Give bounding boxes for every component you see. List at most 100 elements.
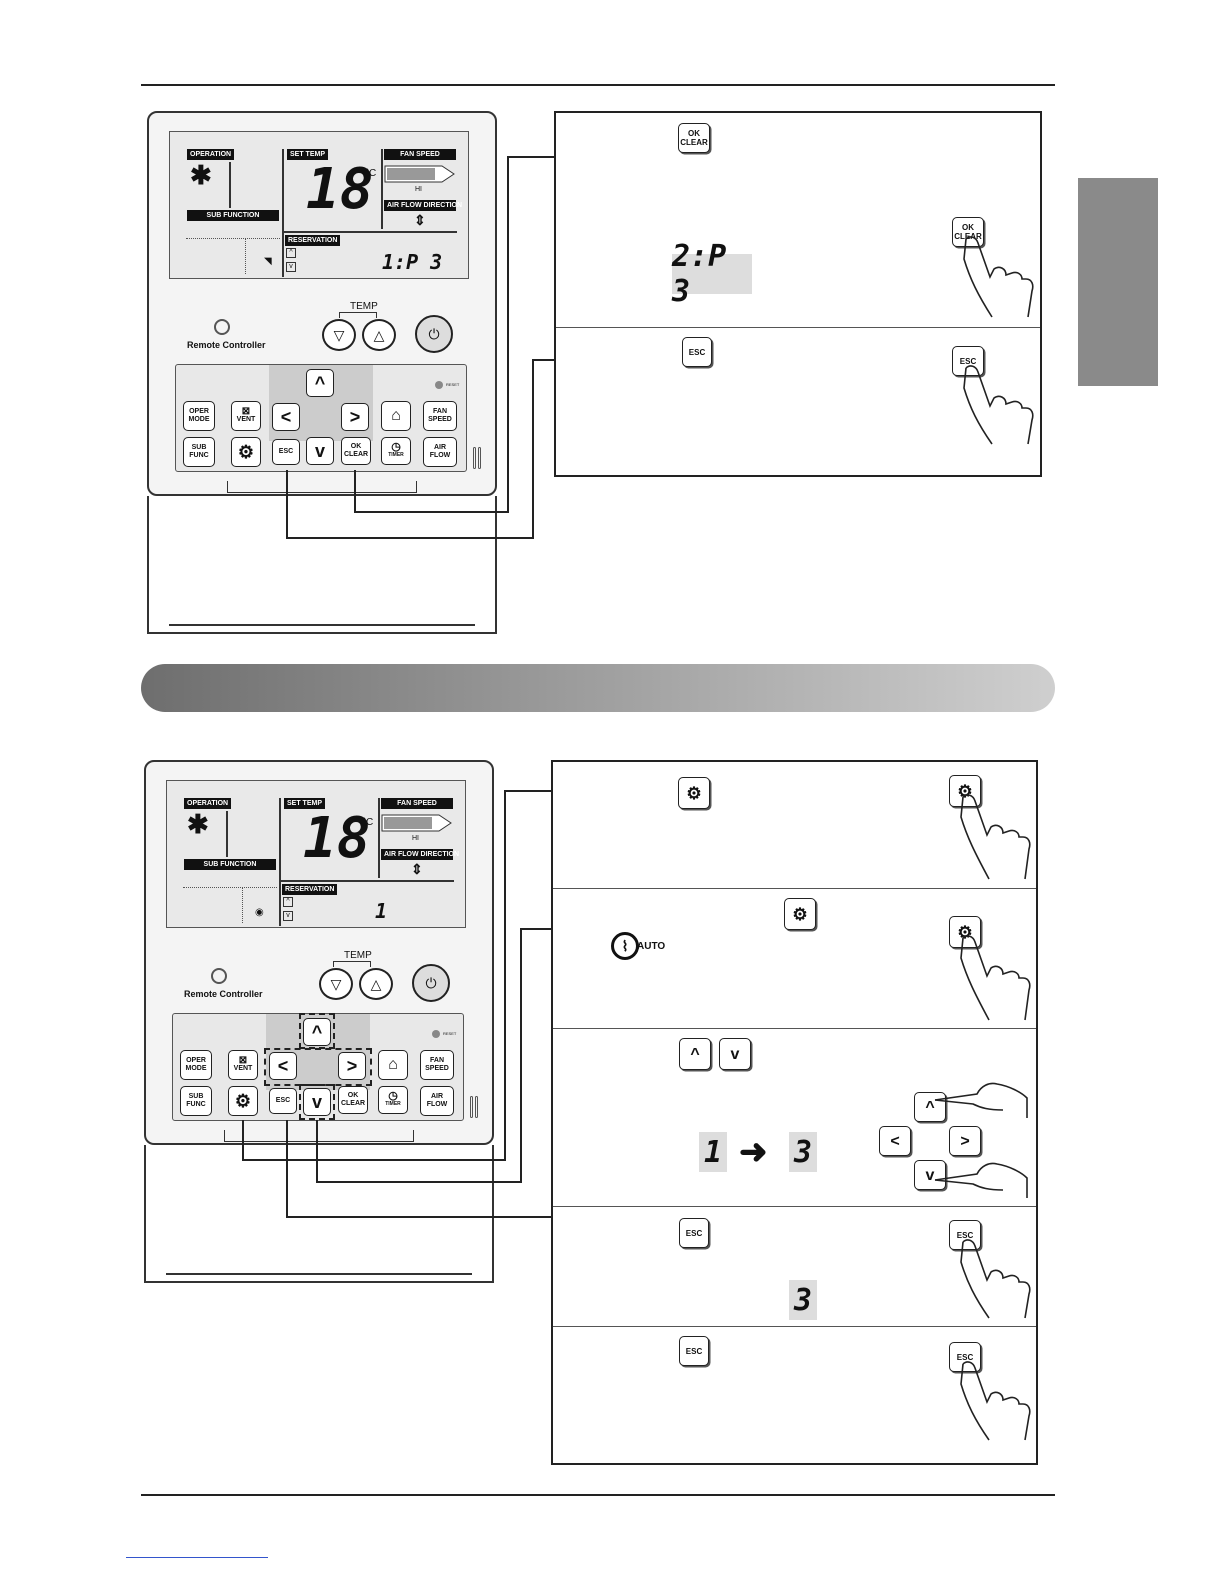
- ok-clear-press-icon: OK CLEAR: [952, 217, 984, 247]
- fan-speed-button[interactable]: FAN SPEED: [423, 401, 457, 431]
- ok-clear-button[interactable]: OK CLEAR: [338, 1086, 368, 1114]
- header-rule: [141, 84, 1055, 86]
- operation-label: OPERATION: [184, 798, 232, 809]
- left-press-icon: <: [879, 1126, 911, 1156]
- snowflake-icon: ✱: [187, 809, 209, 839]
- slot: [470, 1096, 473, 1118]
- home-button[interactable]: ⌂: [381, 401, 411, 431]
- lcd-divider: [381, 149, 383, 229]
- fan-speed-button[interactable]: FAN SPEED: [420, 1050, 454, 1080]
- hand-pointer-icon: [960, 794, 1031, 880]
- air-flow-icon: ⇕: [411, 861, 423, 877]
- right-button[interactable]: >: [338, 1052, 366, 1080]
- step-separator: [556, 327, 1040, 328]
- connector-esc: [286, 359, 556, 539]
- hand-pointer-icon: [963, 365, 1034, 445]
- sub-function-icon: ◥: [264, 256, 272, 267]
- highlight-down: [299, 1084, 335, 1120]
- connector-esc: [286, 1120, 552, 1218]
- connector-ok-clear: [354, 156, 556, 513]
- temp-label: TEMP: [350, 301, 378, 312]
- lcd-dotted-line: [245, 238, 246, 274]
- left-button[interactable]: <: [269, 1052, 297, 1080]
- temp-up-button[interactable]: △: [362, 319, 396, 351]
- oper-mode-button[interactable]: OPER MODE: [183, 401, 215, 431]
- air-flow-button[interactable]: AIR FLOW: [420, 1086, 454, 1116]
- down-press-icon: v: [914, 1160, 946, 1190]
- function-setting-button[interactable]: ⚙: [231, 437, 261, 467]
- auto-label: AUTO: [637, 940, 666, 952]
- temp-unit: °C: [365, 168, 377, 179]
- section-banner: [141, 664, 1055, 712]
- down-arrow-key-icon: v: [719, 1038, 751, 1070]
- lcd-divider: [282, 149, 284, 277]
- remote-stand: [144, 1145, 494, 1283]
- thermometer-icon: ⌇: [611, 932, 639, 960]
- vent-icon: ⊠: [238, 1055, 248, 1066]
- slot: [473, 447, 476, 469]
- temp-down-button[interactable]: ▽: [319, 968, 353, 1000]
- connector-arrows: [316, 928, 552, 1183]
- step3-from-display: 1: [699, 1132, 727, 1172]
- down-button[interactable]: v: [303, 1088, 331, 1116]
- lcd-dotted-line: [186, 238, 280, 239]
- hand-pointer-icon: [934, 1082, 1028, 1118]
- hand-pointer-icon: [960, 1239, 1031, 1319]
- down-indicator-icon: v: [283, 911, 293, 921]
- esc-button[interactable]: ESC: [272, 439, 300, 465]
- reset-label: RESET: [446, 382, 460, 387]
- temp-up-button[interactable]: △: [359, 968, 393, 1000]
- vent-button[interactable]: ⊠VENT: [231, 401, 261, 431]
- power-button[interactable]: ⏻: [415, 315, 453, 353]
- reset-led: [432, 1030, 440, 1038]
- chapter-tab: [1078, 178, 1158, 386]
- steps-panel-top: OK CLEAR 2:P 3 OK CLEAR ESC ESC: [554, 111, 1042, 477]
- ok-clear-button[interactable]: OK CLEAR: [341, 437, 371, 465]
- lcd-dotted-line: [183, 887, 277, 888]
- sub-function-label: SUB FUNCTION: [187, 210, 279, 221]
- hand-pointer-icon: [960, 1361, 1031, 1441]
- air-flow-icon: ⇕: [414, 212, 426, 228]
- connector-lines-top: [286, 156, 556, 539]
- lcd-screen: OPERATION ✱ SUB FUNCTION ◉ SET TEMP 18 °…: [166, 780, 466, 928]
- lcd-divider: [226, 811, 228, 857]
- hi-label: HI: [415, 186, 422, 193]
- up-button[interactable]: ^: [306, 369, 334, 397]
- vent-button[interactable]: ⊠VENT: [228, 1050, 258, 1080]
- left-button[interactable]: <: [272, 403, 300, 431]
- set-temp-label: SET TEMP: [284, 798, 326, 809]
- footer-link-underline: [126, 1557, 268, 1558]
- step-separator: [553, 1326, 1036, 1327]
- esc-button[interactable]: ESC: [269, 1088, 297, 1114]
- vent-label: VENT: [233, 1065, 253, 1072]
- remote-base: [166, 1273, 472, 1283]
- vent-label: VENT: [236, 416, 256, 423]
- timer-button[interactable]: ◷TIMER: [381, 437, 411, 465]
- hi-label: HI: [412, 835, 419, 842]
- remote-controller-bottom: OPERATION ✱ SUB FUNCTION ◉ SET TEMP 18 °…: [144, 760, 494, 1285]
- power-button[interactable]: ⏻: [412, 964, 450, 1002]
- home-button[interactable]: ⌂: [378, 1050, 408, 1080]
- battery-cover: [227, 481, 417, 493]
- home-icon: ⌂: [391, 407, 401, 424]
- fan-speed-indicator: [384, 165, 455, 183]
- steps-panel-bottom: ⚙ ⚙ ⚙ ⌇ AUTO ⚙ ^ v 1 ➜ 3 ^ < > v ESC 3 E…: [551, 760, 1038, 1465]
- hand-pointer-icon: [963, 236, 1034, 318]
- up-button[interactable]: ^: [303, 1018, 331, 1046]
- temp-label: TEMP: [344, 950, 372, 961]
- vent-icon: ⊠: [241, 406, 251, 417]
- timer-button[interactable]: ◷TIMER: [378, 1086, 408, 1114]
- function-setting-button[interactable]: ⚙: [228, 1086, 258, 1116]
- sub-func-button[interactable]: SUB FUNC: [180, 1086, 212, 1116]
- oper-mode-button[interactable]: OPER MODE: [180, 1050, 212, 1080]
- air-flow-button[interactable]: AIR FLOW: [423, 437, 457, 467]
- up-press-icon: ^: [914, 1092, 946, 1122]
- settings-key-icon: ⚙: [678, 777, 710, 809]
- sub-func-button[interactable]: SUB FUNC: [183, 437, 215, 467]
- right-button[interactable]: >: [341, 403, 369, 431]
- down-button[interactable]: v: [306, 437, 334, 465]
- lcd-divider: [378, 798, 380, 878]
- temp-bracket: [339, 312, 377, 318]
- temp-down-button[interactable]: ▽: [322, 319, 356, 351]
- step-separator: [553, 888, 1036, 889]
